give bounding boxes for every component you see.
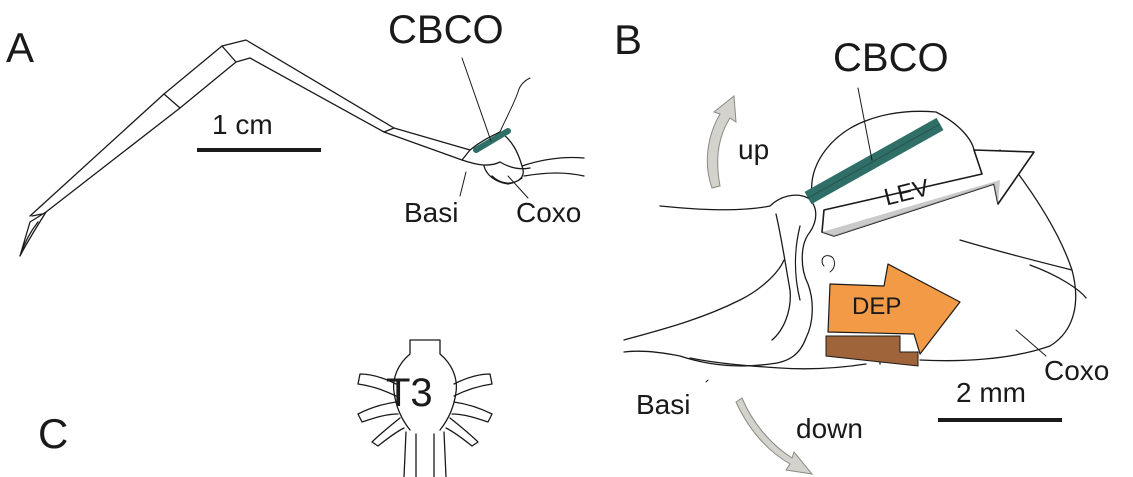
cbco-leader-b [858,88,872,160]
joint-knob [822,256,835,272]
panel-a: A CBCO 1 cm Basi [6,8,584,256]
basi-leader-b [706,380,708,382]
coxo-leader-a [508,176,528,198]
basis-inner [624,214,800,340]
down-label: down [796,413,863,444]
ganglion-label: T3 [386,371,433,415]
up-label: up [738,134,769,165]
panel-c: C T3 [38,340,492,477]
basi-label-a: Basi [404,197,458,228]
cbco-leader-a [462,58,491,141]
panel-c-label: C [38,410,68,457]
scale-label-b: 2 mm [956,377,1026,408]
basis-outline [624,195,816,366]
cbco-label-a: CBCO [388,8,504,52]
cbco-strand-a [476,131,508,150]
coxo-label-b: Coxo [1044,355,1109,386]
coxo-label-a: Coxo [516,197,581,228]
leg-dactyl [20,212,46,256]
up-arrow [707,96,736,188]
leg-propodus [30,94,180,216]
panel-b: B LEV DEP CBCO up down Basi Coxo [614,16,1109,474]
ganglion-connectives [404,432,446,477]
leg-ischium [384,128,470,160]
panel-b-label: B [614,16,642,63]
scale-label-a: 1 cm [212,109,273,140]
dep-label: DEP [852,293,901,320]
leg-body-attachment [500,78,530,132]
leg-carpus [164,46,236,108]
cbco-label-b: CBCO [833,36,949,80]
ganglion-nerves-right [446,374,492,446]
panel-a-label: A [6,24,34,71]
basi-label-b: Basi [636,389,690,420]
basi-leader-a [460,172,466,196]
dep-arrow-shadow [826,336,918,366]
